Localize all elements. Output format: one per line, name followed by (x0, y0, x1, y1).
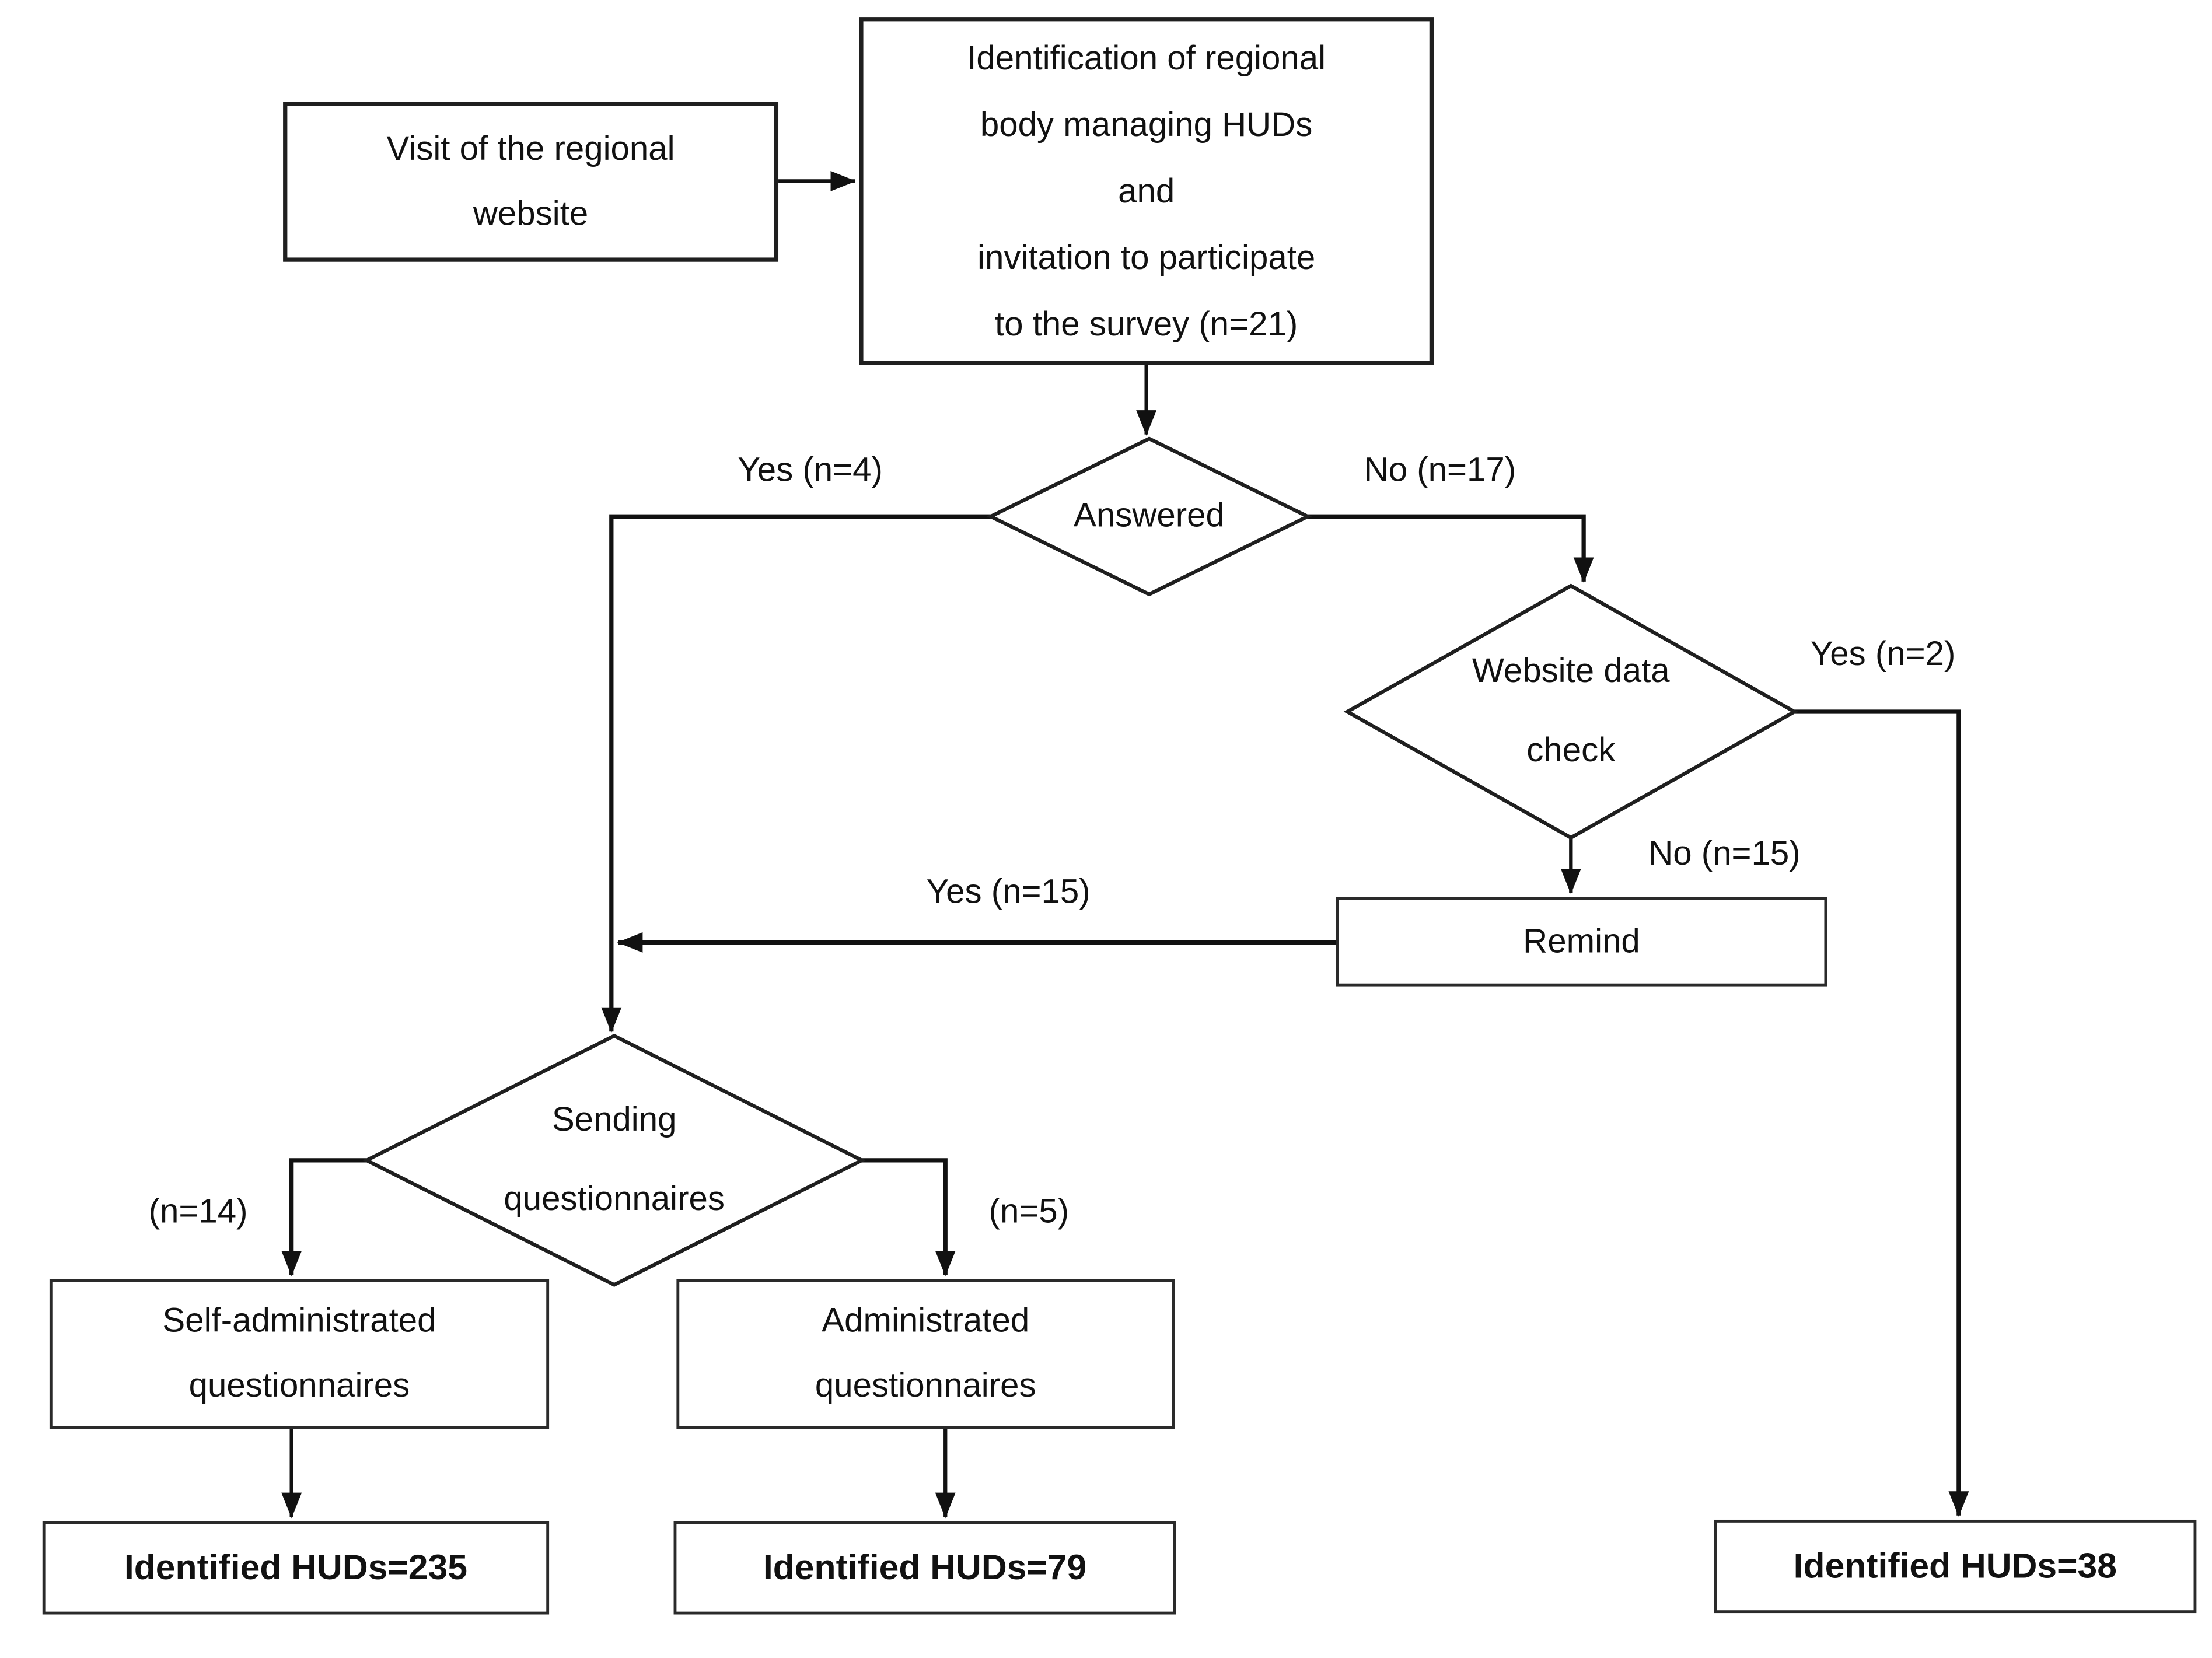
identification-label: Identification of regional body managing… (967, 39, 1326, 344)
edge-label-sending-self: (n=14) (148, 1192, 248, 1232)
edge-label-answered-yes: Yes (n=4) (738, 451, 883, 490)
remind-box: Remind (1336, 897, 1827, 987)
remind-label: Remind (1523, 922, 1640, 960)
edge-sending-to-self-administrated (281, 1158, 367, 1276)
identified-huds-79-box: Identified HUDs=79 (673, 1521, 1176, 1615)
edge-website-yes-to-huds-38 (1794, 709, 1969, 1517)
identified-huds-235-label: Identified HUDs=235 (124, 1548, 467, 1588)
website-check-diamond (1343, 583, 1798, 840)
administrated-box: Administrated questionnaires (676, 1279, 1175, 1429)
edge-label-website-no: No (n=15) (1648, 835, 1801, 873)
identification-box: Identification of regional body managing… (859, 17, 1434, 365)
self-administrated-label: Self-administrated questionnaires (162, 1302, 436, 1405)
identified-huds-79-label: Identified HUDs=79 (763, 1548, 1087, 1588)
identified-huds-38-label: Identified HUDs=38 (1793, 1547, 2117, 1586)
administrated-label: Administrated questionnaires (815, 1302, 1036, 1405)
edge-label-sending-admin: (n=5) (988, 1192, 1070, 1232)
edge-answered-yes-to-sending (601, 514, 991, 1033)
visit-website-box: Visit of the regional website (283, 102, 779, 262)
edge-answered-no-to-website-check (1308, 514, 1594, 583)
edge-label-remind-yes: Yes (n=15) (926, 873, 1091, 912)
edge-sending-to-administrated (862, 1158, 956, 1276)
answered-diamond (986, 436, 1312, 597)
self-administrated-box: Self-administrated questionnaires (49, 1279, 550, 1429)
visit-website-label: Visit of the regional website (386, 129, 675, 233)
identified-huds-38-box: Identified HUDs=38 (1714, 1519, 2197, 1614)
identified-huds-235-box: Identified HUDs=235 (42, 1521, 550, 1615)
sending-questionnaires-diamond (362, 1033, 866, 1287)
edge-label-website-yes: Yes (n=2) (1810, 635, 1956, 674)
edge-label-answered-no: No (n=17) (1364, 451, 1516, 490)
